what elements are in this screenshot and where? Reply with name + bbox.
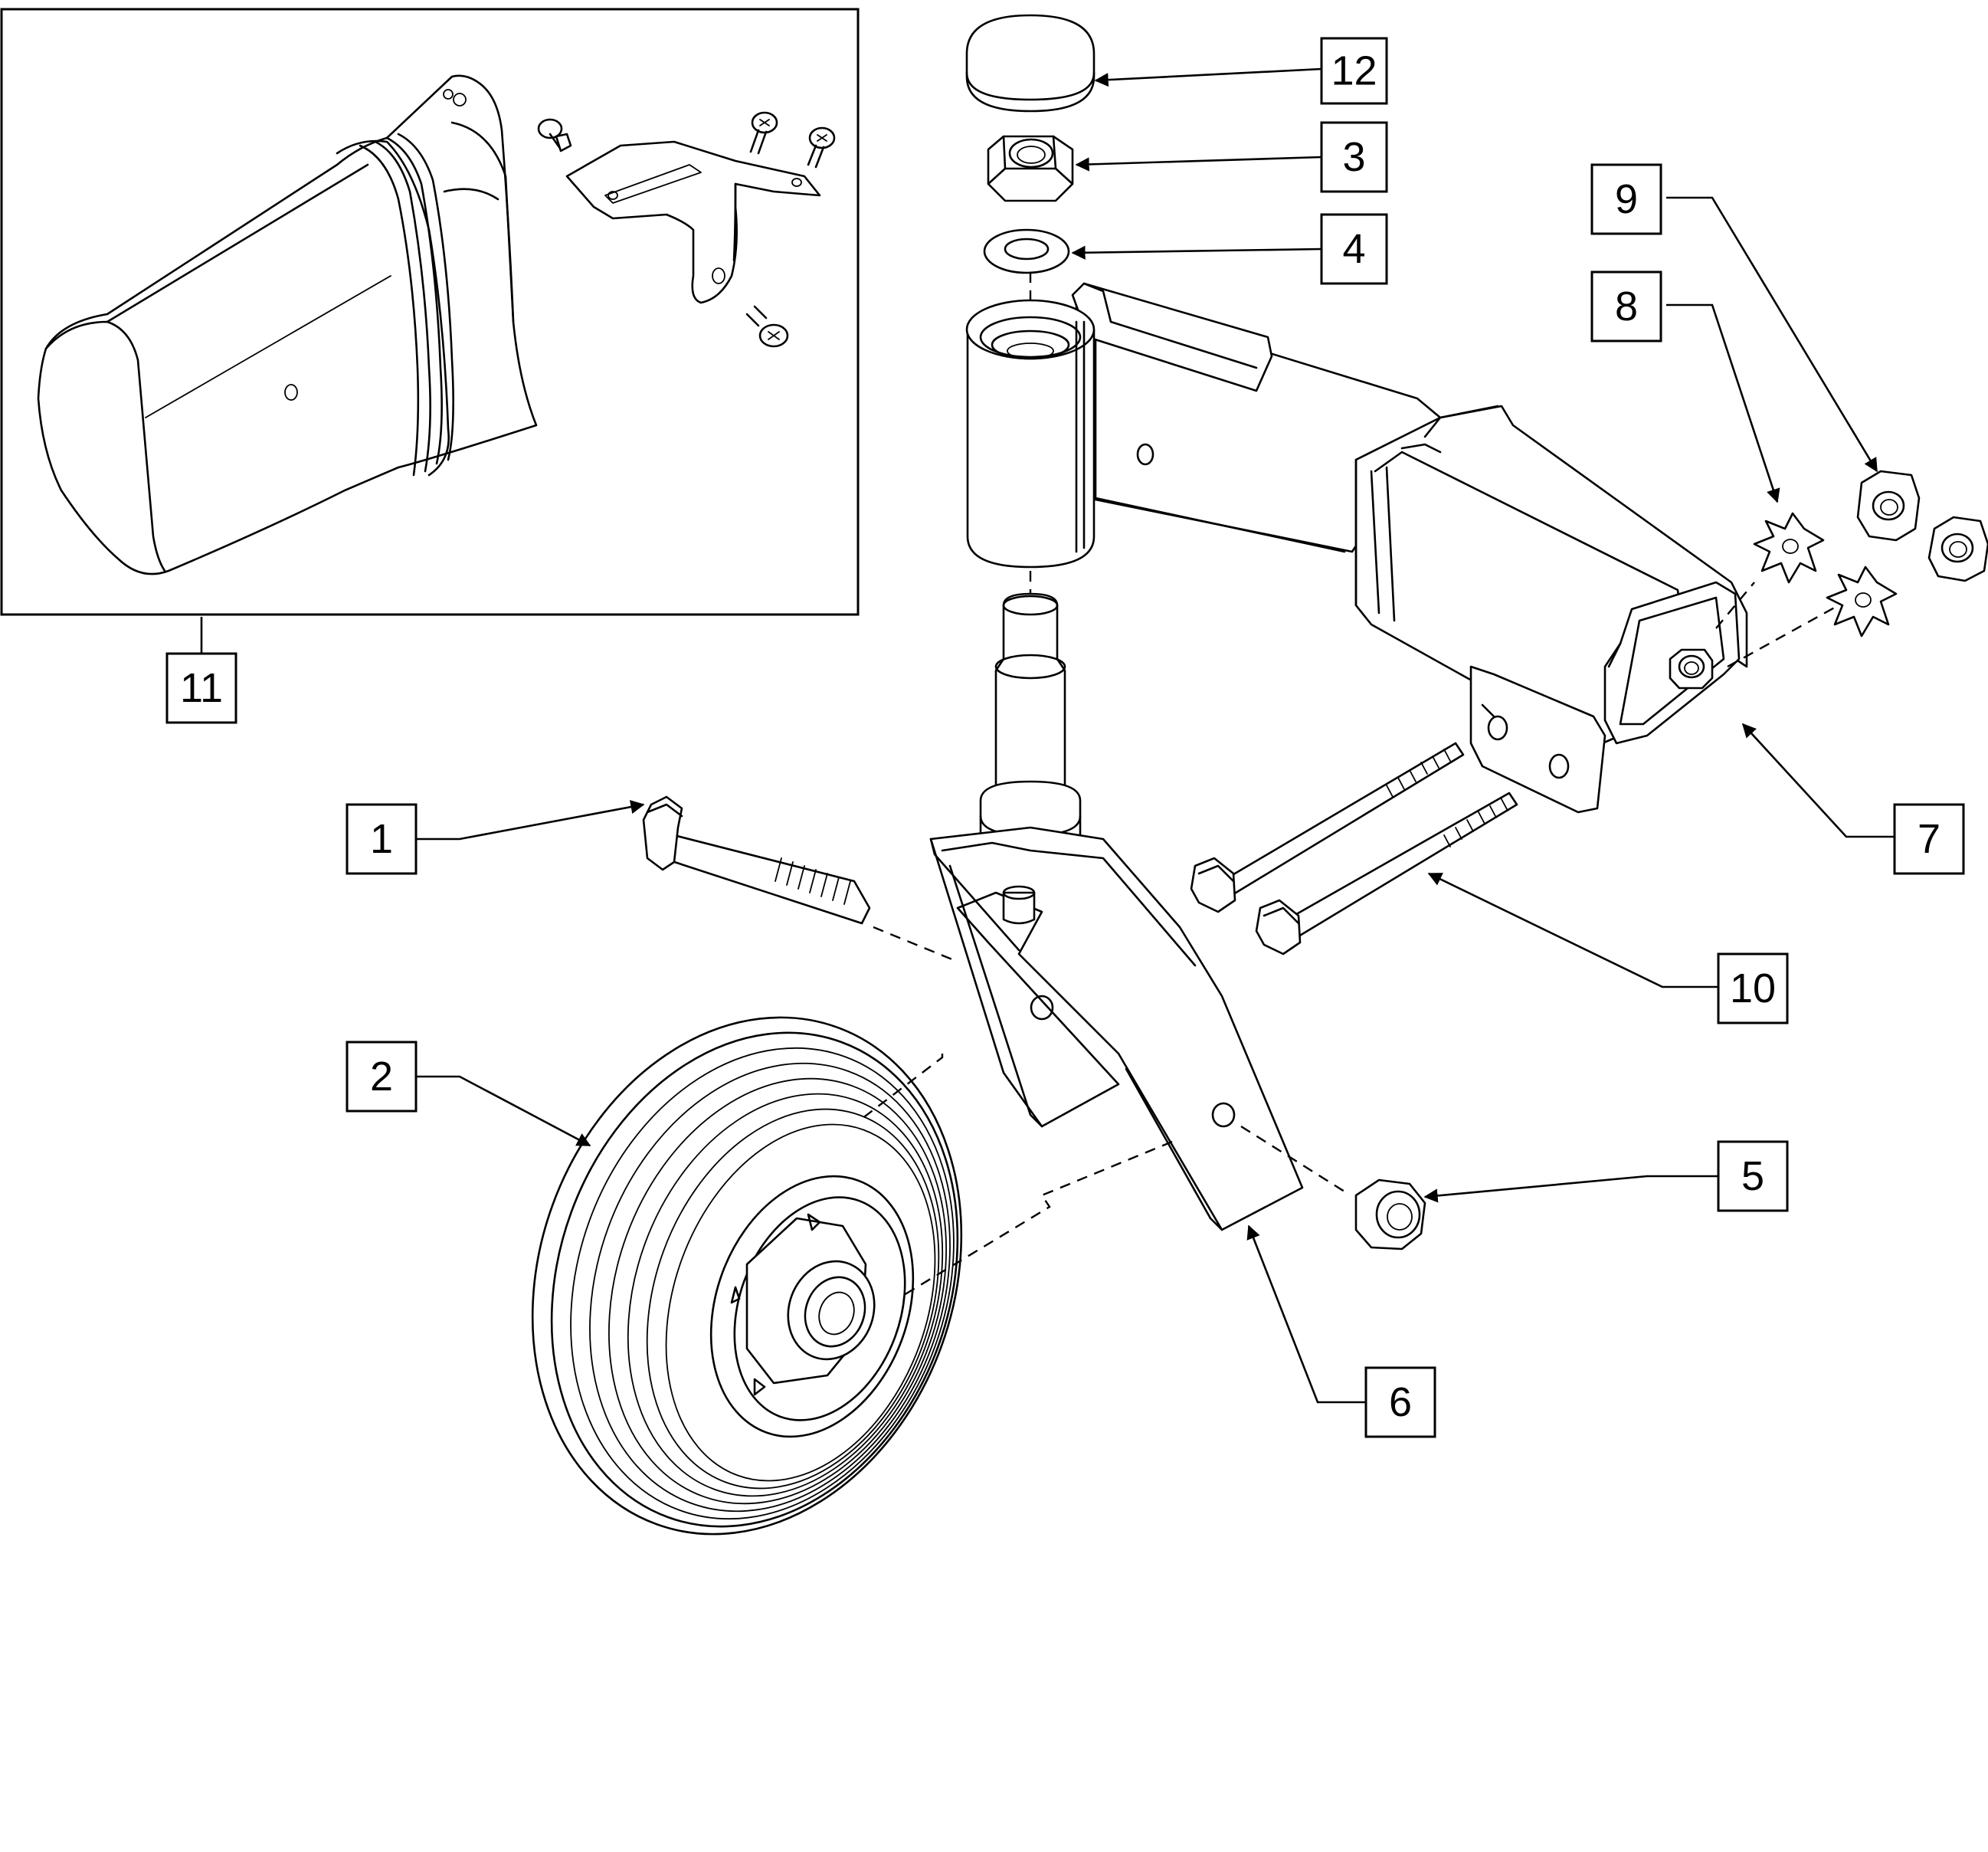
svg-text:3: 3 xyxy=(1342,134,1365,180)
svg-text:12: 12 xyxy=(1331,48,1377,94)
screw-3 xyxy=(807,126,836,169)
svg-text:4: 4 xyxy=(1342,226,1365,272)
hex-nut-2 xyxy=(1927,516,1988,582)
screw-4 xyxy=(745,305,789,348)
svg-text:8: 8 xyxy=(1615,284,1638,329)
caster-stem xyxy=(979,592,1082,856)
shroud-bracket xyxy=(565,140,821,304)
receiver-tube xyxy=(1354,405,1748,814)
callout-12: 12 xyxy=(1320,37,1388,105)
svg-text:7: 7 xyxy=(1918,816,1941,862)
callout-11: 11 xyxy=(165,652,237,724)
inset-shroud-kit xyxy=(0,8,860,616)
callout-3: 3 xyxy=(1320,121,1388,193)
axle-bolt xyxy=(642,795,871,925)
washer xyxy=(983,228,1070,274)
caster-housing xyxy=(965,282,1442,569)
screw-1 xyxy=(537,118,572,152)
callout-1: 1 xyxy=(346,803,418,875)
axle-nut xyxy=(1354,1178,1426,1251)
cap xyxy=(965,14,1096,113)
svg-text:5: 5 xyxy=(1741,1153,1764,1199)
svg-text:11: 11 xyxy=(180,665,223,711)
svg-text:6: 6 xyxy=(1389,1379,1412,1425)
svg-text:9: 9 xyxy=(1615,176,1638,222)
mount-bolt-lower xyxy=(1255,792,1518,956)
svg-text:10: 10 xyxy=(1730,965,1776,1011)
callout-8: 8 xyxy=(1590,270,1662,343)
callout-2: 2 xyxy=(346,1041,418,1113)
star-washer-2 xyxy=(1826,565,1898,638)
svg-text:1: 1 xyxy=(370,816,393,862)
mount-bolt-upper xyxy=(1190,742,1465,913)
callout-9: 9 xyxy=(1590,163,1662,235)
callout-5: 5 xyxy=(1717,1140,1789,1212)
callout-10: 10 xyxy=(1717,952,1789,1024)
screw-2 xyxy=(749,111,778,155)
callout-7: 7 xyxy=(1893,803,1965,875)
hex-nut-1 xyxy=(1856,470,1921,542)
caster-fork xyxy=(929,826,1304,1231)
lock-nut xyxy=(987,135,1074,202)
callout-4: 4 xyxy=(1320,213,1388,285)
callout-6: 6 xyxy=(1364,1366,1436,1438)
svg-text:2: 2 xyxy=(370,1054,393,1100)
caster-wheel xyxy=(531,1016,963,1536)
shroud-cover xyxy=(37,74,538,575)
star-washer-1 xyxy=(1753,512,1825,584)
